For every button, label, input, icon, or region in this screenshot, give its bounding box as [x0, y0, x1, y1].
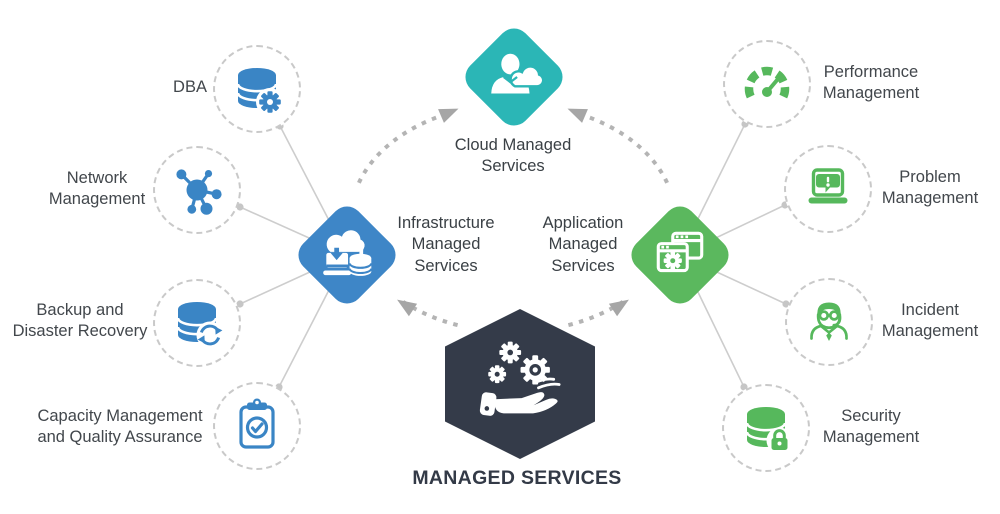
laptop-alert-icon — [808, 168, 848, 204]
node-security-management — [722, 384, 810, 472]
dba-label: DBA — [173, 78, 207, 96]
node-problem-management — [784, 145, 872, 233]
node-performance-management — [723, 40, 811, 128]
network-hub-icon — [176, 169, 222, 215]
cycle-arcs — [357, 112, 669, 328]
hub-managed-services — [445, 309, 595, 459]
infrastructure-hub-label: Infrastructure Managed Services — [397, 214, 495, 275]
problem-management-label: Problem Management — [881, 168, 979, 208]
database-lock-icon — [745, 407, 793, 454]
incident-management-label: Incident Management — [881, 301, 979, 341]
cloud-server-icon — [323, 230, 373, 276]
gauge-icon — [744, 66, 790, 99]
performance-management-label: Performance Management — [822, 63, 920, 103]
node-capacity-quality-assurance — [213, 382, 301, 470]
database-gear-icon — [236, 68, 284, 116]
support-agent-icon — [810, 302, 848, 341]
node-incident-management — [785, 278, 873, 366]
person-cloud-icon — [491, 53, 544, 94]
cloud-hub-label: Cloud Managed Services — [454, 136, 572, 176]
node-network-management — [153, 146, 241, 234]
clipboard-check-icon — [239, 398, 275, 449]
hub-infrastructure — [291, 199, 403, 311]
diagram-title: MANAGED SERVICES — [412, 467, 622, 489]
node-backup-disaster-recovery — [153, 279, 241, 367]
hub-application — [624, 199, 736, 311]
security-management-label: Security Management — [822, 407, 920, 447]
capacity-quality-assurance-label: Capacity Management and Quality Assuranc… — [37, 407, 203, 447]
node-dba — [213, 45, 301, 133]
cycle-arrowheads — [397, 108, 629, 317]
hub-cloud — [458, 21, 570, 133]
backup-disaster-recovery-label: Backup and Disaster Recovery — [12, 301, 148, 341]
database-refresh-icon — [176, 302, 224, 349]
hand-gears-icon — [479, 341, 561, 416]
application-hub-label: Application Managed Services — [542, 214, 624, 275]
app-windows-gear-icon — [656, 231, 704, 273]
network-management-label: Network Management — [48, 169, 146, 209]
